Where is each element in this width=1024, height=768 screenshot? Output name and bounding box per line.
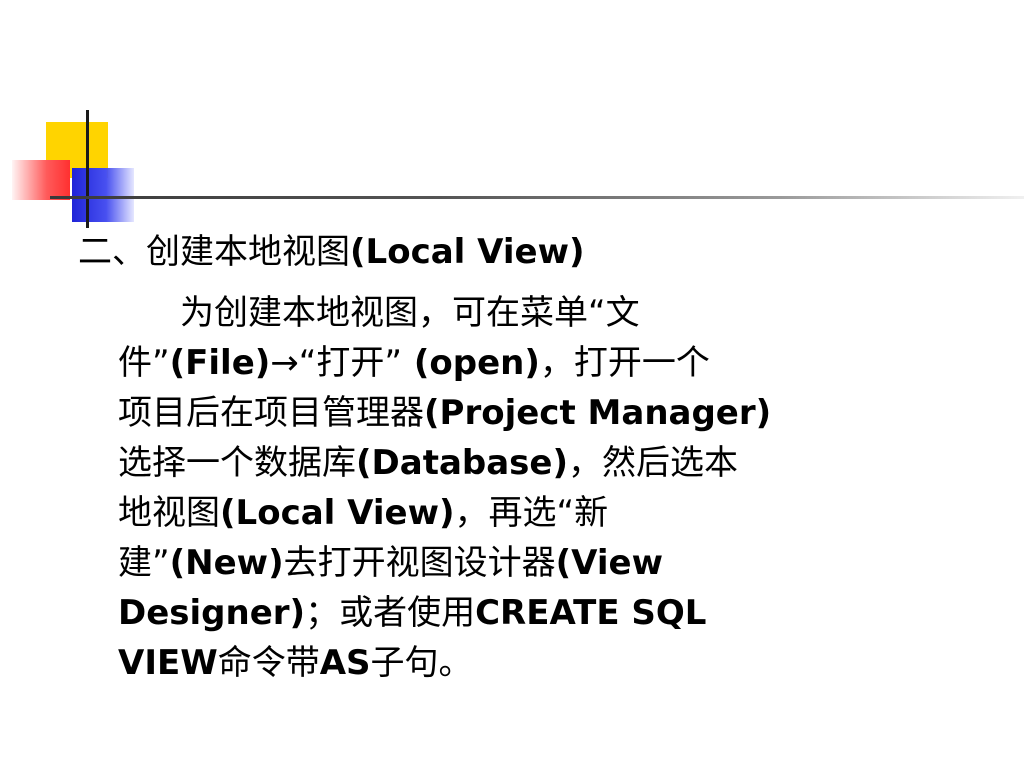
body-text: ，再选“新: [454, 493, 609, 533]
body-text: 件”: [118, 343, 170, 383]
section-heading-zh: 二、创建本地视图: [78, 232, 350, 272]
body-term: (New): [169, 543, 284, 583]
body-term: CREATE SQL: [475, 593, 707, 633]
slide-logo-decoration: [0, 0, 160, 240]
body-line: 选择一个数据库(Database)，然后选本: [118, 438, 958, 488]
body-line: 项目后在项目管理器(Project Manager): [118, 388, 958, 438]
body-line: 地视图(Local View)，再选“新: [118, 488, 958, 538]
body-line: 建”(New)去打开视图设计器(View: [118, 538, 958, 588]
body-term: (File): [169, 343, 271, 383]
body-text: ；或者使用: [305, 593, 476, 633]
body-text: 建”: [118, 543, 170, 583]
body-line: 为创建本地视图，可在菜单“文: [118, 288, 958, 338]
body-text: 地视图: [118, 493, 220, 533]
body-term: (Local View): [220, 493, 455, 533]
body-term: Designer): [118, 593, 306, 633]
body-term: VIEW: [118, 643, 218, 683]
body-paragraph: 为创建本地视图，可在菜单“文件”(File)→“打开” (open)，打开一个项…: [118, 288, 958, 688]
vertical-line-decoration: [86, 110, 89, 228]
body-text: 命令带: [217, 643, 320, 683]
body-line: VIEW命令带AS子句。: [118, 638, 958, 688]
body-text: 去打开视图设计器: [283, 543, 556, 583]
body-term: (Database): [356, 443, 569, 483]
red-square-decoration: [12, 160, 70, 200]
body-text: 项目后在项目管理器: [118, 393, 424, 433]
body-term: (open): [402, 343, 540, 383]
body-text: 子句。: [370, 643, 473, 683]
title-divider: [50, 196, 1024, 199]
section-heading: 二、创建本地视图(Local View): [78, 228, 585, 276]
body-term: (View: [555, 543, 664, 583]
body-term: AS: [319, 643, 371, 683]
body-text: ，然后选本: [568, 443, 739, 483]
body-text: 选择一个数据库: [118, 443, 356, 483]
body-line: 件”(File)→“打开” (open)，打开一个: [118, 338, 958, 388]
body-line: Designer)；或者使用CREATE SQL: [118, 588, 958, 638]
body-text: →“打开”: [270, 343, 403, 383]
body-text: ，打开一个: [539, 343, 710, 383]
section-heading-en: (Local View): [350, 232, 585, 272]
body-term: (Project Manager): [424, 393, 772, 433]
blue-square-decoration: [72, 168, 134, 222]
body-text: 为创建本地视图，可在菜单“文: [180, 293, 640, 333]
